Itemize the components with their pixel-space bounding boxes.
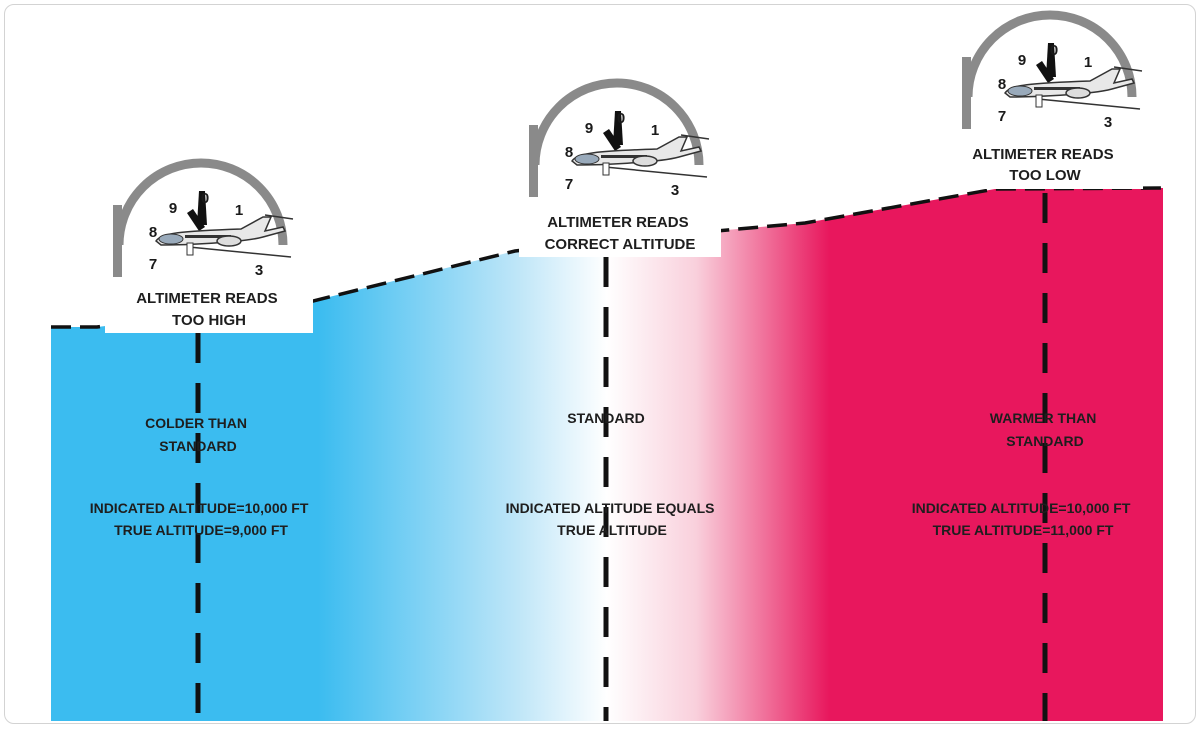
needle-icon <box>187 191 207 231</box>
needle-icon <box>1036 43 1056 83</box>
dial-number: 8 <box>565 144 573 161</box>
dial-number: 1 <box>651 122 659 139</box>
zone-condition-warm: WARMER THAN STANDARD <box>990 410 1100 449</box>
needle-icon <box>603 111 623 151</box>
altimeter-temperature-diagram: 0 1 3 7 8 9 0 1 3 7 8 9 <box>51 10 1164 721</box>
altitude-line: INDICATED ALTITUDE=10,000 FT <box>90 500 309 516</box>
airplane-icon <box>155 214 294 258</box>
condition-line: WARMER THAN <box>990 410 1097 426</box>
dial-number: 3 <box>1104 114 1112 131</box>
dial-number: 1 <box>235 202 243 219</box>
figure-frame: 0 1 3 7 8 9 0 1 3 7 8 9 <box>4 4 1196 724</box>
gauge-label-line: ALTIMETER READS <box>547 214 688 231</box>
zone-altitude-standard: INDICATED ALTITUDE EQUALS TRUE ALTITUDE <box>506 500 719 538</box>
gauge-label-plate-standard <box>519 205 721 257</box>
condition-line: STANDARD <box>567 410 645 426</box>
dial-number: 0 <box>1050 42 1058 59</box>
airplane-icon <box>1004 66 1143 110</box>
dial-number: 9 <box>1018 52 1026 69</box>
zone-condition-cold: COLDER THAN STANDARD <box>145 415 251 454</box>
altimeter-gauge-warm: 0 1 3 7 8 9 <box>962 10 1143 131</box>
dial-number: 3 <box>671 182 679 199</box>
dial-number: 0 <box>617 110 625 127</box>
gauge-label-line: TOO HIGH <box>172 312 246 329</box>
altimeter-gauge-cold: 0 1 3 7 8 9 <box>113 158 294 279</box>
gauge-label-line: ALTIMETER READS <box>972 146 1113 163</box>
dial-number: 0 <box>201 190 209 207</box>
dial-number: 9 <box>169 200 177 217</box>
temperature-field <box>51 188 1163 721</box>
altitude-line: TRUE ALTITUDE=9,000 FT <box>114 522 288 538</box>
dial-number: 8 <box>149 224 157 241</box>
gauge-label-line: TOO LOW <box>1009 167 1081 184</box>
condition-line: COLDER THAN <box>145 415 247 431</box>
gauge-label-line: ALTIMETER READS <box>136 290 277 307</box>
zone-altitude-cold: INDICATED ALTITUDE=10,000 FT TRUE ALTITU… <box>90 500 313 538</box>
altimeter-gauge-standard: 0 1 3 7 8 9 <box>529 78 710 199</box>
gauge-label-warm: ALTIMETER READS TOO LOW <box>972 146 1118 184</box>
dial-number: 7 <box>565 176 573 193</box>
gauge-label-line: CORRECT ALTITUDE <box>545 236 696 253</box>
condition-line: STANDARD <box>159 438 237 454</box>
altitude-line: INDICATED ALTITUDE EQUALS <box>506 500 715 516</box>
airplane-icon <box>571 134 710 178</box>
altitude-line: TRUE ALTITUDE <box>557 522 667 538</box>
dial-number: 8 <box>998 76 1006 93</box>
dial-number: 7 <box>149 256 157 273</box>
gauge-label-cold: ALTIMETER READS TOO HIGH <box>136 290 282 329</box>
dial-number: 3 <box>255 262 263 279</box>
dial-number: 1 <box>1084 54 1092 71</box>
altitude-line: INDICATED ALTITUDE=10,000 FT <box>912 500 1131 516</box>
zone-condition-standard: STANDARD <box>567 410 645 426</box>
dial-number: 7 <box>998 108 1006 125</box>
gauge-label-plate-cold <box>105 281 313 333</box>
condition-line: STANDARD <box>1006 433 1084 449</box>
dial-number: 9 <box>585 120 593 137</box>
gauge-label-plate-warm <box>947 141 1143 189</box>
altitude-line: TRUE ALTITUDE=11,000 FT <box>933 522 1114 538</box>
gauge-label-standard: ALTIMETER READS CORRECT ALTITUDE <box>545 214 696 253</box>
zone-altitude-warm: INDICATED ALTITUDE=10,000 FT TRUE ALTITU… <box>912 500 1135 538</box>
